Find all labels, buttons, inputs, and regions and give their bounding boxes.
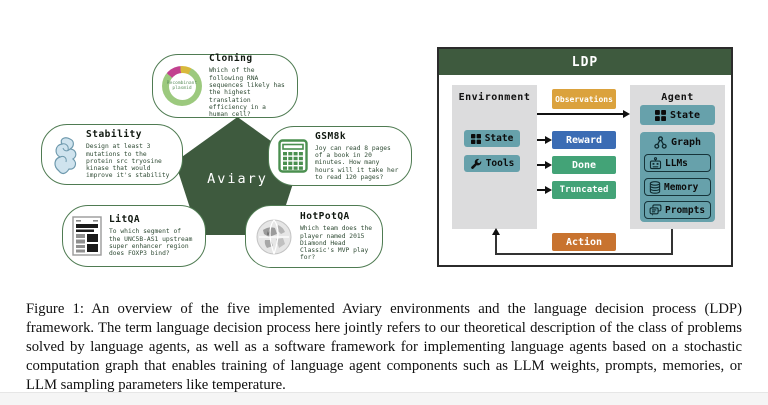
graph-nodes-icon <box>654 135 667 149</box>
card-stability: Stability Design at least 3 mutations to… <box>41 124 183 185</box>
agent-llms-label: LLMs <box>665 157 688 169</box>
observations-arrow-line <box>537 113 624 115</box>
truncated-label: Truncated <box>559 185 609 195</box>
environment-tools-label: Tools <box>485 158 515 169</box>
database-icon <box>649 180 661 194</box>
environment-panel: Environment State Tools <box>452 85 537 229</box>
truncated-arrow-head <box>545 185 552 194</box>
action-return-line-bottom <box>495 253 673 255</box>
environment-state-label: State <box>484 133 514 144</box>
environment-title: Environment <box>458 92 531 103</box>
state-grid-icon <box>654 109 666 121</box>
card-litqa-text: To which segment of the UNC5B-AS1 upstre… <box>109 228 193 258</box>
wrench-icon <box>470 158 482 170</box>
card-hotpotqa-title: HotPotQA <box>300 211 350 223</box>
wikipedia-globe-icon: W <box>255 218 293 256</box>
action-return-line-right <box>671 229 673 255</box>
card-stability-title: Stability <box>86 129 142 141</box>
done-label: Done <box>571 159 597 171</box>
card-hotpotqa: W HotPotQA Which team does the player na… <box>245 205 383 268</box>
environment-state-chip: State <box>464 130 520 147</box>
card-litqa-title: LitQA <box>109 214 141 226</box>
agent-prompts-chip: Prompts <box>644 201 711 219</box>
agent-llms-chip: LLMs <box>644 154 711 172</box>
reward-label: Reward <box>565 134 603 146</box>
protein-structure-icon <box>51 135 79 175</box>
done-chip: Done <box>552 156 616 174</box>
robot-icon <box>649 156 662 170</box>
truncated-arrow-line <box>537 189 546 191</box>
observations-arrow-head <box>623 109 630 118</box>
observations-chip: Observations <box>552 89 616 109</box>
card-gsm8k-title: GSM8k <box>315 130 347 142</box>
graph-label: Graph <box>670 136 702 148</box>
agent-memory-chip: Memory <box>644 178 711 196</box>
agent-state-chip: State <box>640 105 715 125</box>
state-grid-icon <box>470 133 481 144</box>
speech-bubbles-icon <box>649 203 662 217</box>
card-litqa: LitQA To which segment of the UNC5B-AS1 … <box>62 205 206 267</box>
agent-prompts-label: Prompts <box>665 204 706 216</box>
card-gsm8k: GSM8k Joy can read 8 pages of a book in … <box>268 126 412 186</box>
reward-arrow-line <box>537 139 546 141</box>
card-hotpotqa-text: Which team does the player named 2015 Di… <box>300 225 373 262</box>
reward-arrow-head <box>545 135 552 144</box>
card-stability-text: Design at least 3 mutations to the prote… <box>86 143 170 180</box>
done-arrow-head <box>545 160 552 169</box>
graph-label-row: Graph <box>640 132 715 152</box>
done-arrow-line <box>537 164 546 166</box>
card-gsm8k-text: Joy can read 8 pages of a book in 20 min… <box>315 144 399 181</box>
action-return-line-left <box>495 235 497 255</box>
action-arrow-head <box>491 228 500 235</box>
card-cloning-title: Cloning <box>209 53 253 65</box>
environment-tools-chip: Tools <box>464 155 520 172</box>
plasmid-icon-label: Recombinant plasmid <box>167 72 197 100</box>
agent-state-label: State <box>669 109 701 121</box>
agent-panel: Agent State Graph <box>630 85 725 229</box>
agent-title: Agent <box>661 92 694 103</box>
ldp-header: LDP <box>439 49 731 75</box>
paper-document-icon <box>72 216 102 256</box>
aviary-center-label: Aviary <box>207 171 268 187</box>
figure-caption: Figure 1: An overview of the five implem… <box>26 301 742 393</box>
reward-chip: Reward <box>552 131 616 149</box>
calculator-icon <box>278 139 308 173</box>
ldp-diagram: LDP Environment State Tools <box>437 47 733 267</box>
card-cloning-text: Which of the following RNA sequences lik… <box>209 67 285 119</box>
ldp-title: LDP <box>571 54 599 70</box>
agent-memory-label: Memory <box>664 181 699 193</box>
truncated-chip: Truncated <box>552 181 616 199</box>
agent-graph-box: Graph LLMs <box>640 132 715 222</box>
observations-label: Observations <box>555 94 613 104</box>
action-chip: Action <box>552 233 616 251</box>
action-label: Action <box>565 236 603 248</box>
svg-text:W: W <box>267 231 270 236</box>
bottom-strip <box>0 392 768 405</box>
card-cloning: Recombinant plasmid Cloning Which of the… <box>152 53 298 119</box>
plasmid-icon: Recombinant plasmid <box>162 66 202 106</box>
